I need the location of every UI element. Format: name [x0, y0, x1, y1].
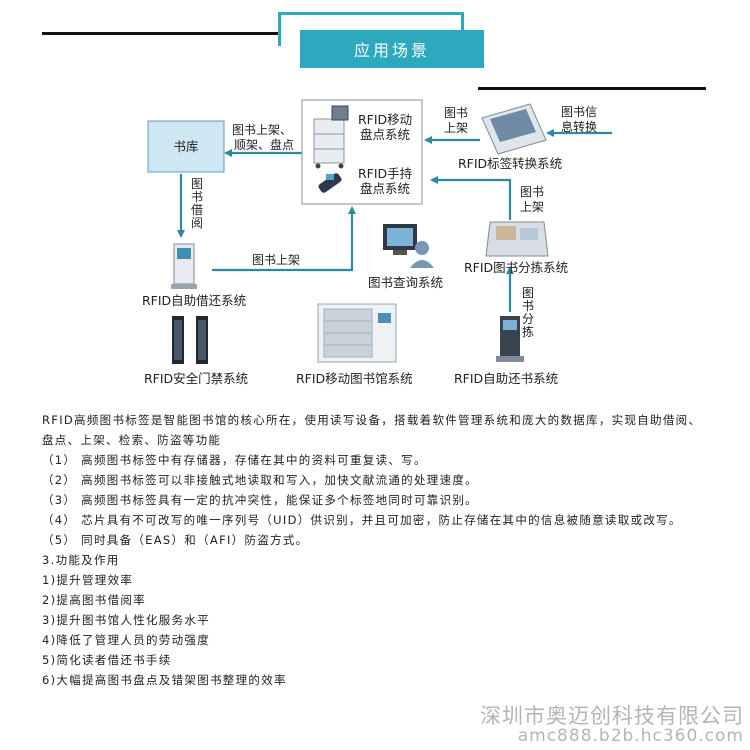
watermark-url: amc888.b2b.hc360.com — [517, 726, 744, 746]
arrows — [177, 129, 612, 312]
text-line: 6)大幅提高图书盘点及错架图书整理的效率 — [42, 673, 287, 687]
text-line: RFID高频图书标签是智能图书馆的核心所在，使用读写设备，搭载着软件管理系统和庞… — [42, 413, 702, 427]
text-line: 1)提升管理效率 — [42, 573, 134, 587]
edge-sorting-2: 书 — [522, 299, 534, 313]
header-rule-left — [42, 32, 280, 35]
edge-shelving-v2-2: 上架 — [520, 200, 544, 214]
text-line: 4)降低了管理人员的劳动强度 — [42, 633, 211, 647]
description-text: RFID高频图书标签是智能图书馆的核心所在，使用读写设备，搭载着软件管理系统和庞… — [42, 410, 722, 690]
header-rule-right — [478, 87, 706, 90]
text-line: 5)简化读者借还书手续 — [42, 653, 172, 667]
edge-shelving-v2-1: 图书 — [520, 185, 544, 199]
arrow-sorting-to-inventory — [430, 176, 512, 220]
text-line: （2） 高频图书标签可以非接触式地读取和写入，加快文献流通的处理速度。 — [42, 473, 478, 487]
edge-shelving-ops-2: 顺架、盘点 — [234, 137, 294, 152]
edge-shelving-v-2: 上架 — [444, 121, 468, 135]
handheld-inventory-label-2: 盘点系统 — [360, 181, 410, 196]
edge-borrow-3: 借 — [191, 203, 203, 217]
query-label: 图书查询系统 — [368, 275, 443, 290]
self-checkout-label: RFID自助借还系统 — [142, 293, 246, 308]
self-return-machine-icon — [496, 316, 524, 362]
sorting-label: RFID图书分拣系统 — [464, 260, 568, 275]
self-return-label: RFID自助还书系统 — [454, 371, 558, 386]
mobile-library-label: RFID移动图书馆系统 — [296, 371, 413, 386]
edge-borrow-4: 阅 — [191, 216, 203, 230]
query-computer-icon — [383, 224, 434, 268]
edge-borrow-1: 图 — [191, 177, 203, 191]
edge-sorting-1: 图 — [522, 286, 534, 300]
edge-info-conversion-1: 图书信 — [561, 105, 597, 119]
edge-shelving-v-1: 图书 — [444, 106, 468, 120]
edge-shelving-ops-1: 图书上架、 — [232, 123, 292, 137]
handheld-reader-icon — [318, 173, 342, 193]
text-line: 3.功能及作用 — [42, 553, 120, 567]
stacks-box — [147, 120, 225, 173]
text-line: 盘点、上架、检索、防盗等功能 — [42, 433, 222, 447]
handheld-inventory-label-1: RFID手持 — [358, 166, 412, 181]
edge-info-conversion-2: 息转换 — [561, 119, 597, 134]
edge-borrow-2: 书 — [191, 190, 203, 204]
text-line: 3)提升图书馆人性化服务水平 — [42, 613, 211, 627]
self-checkout-kiosk-icon — [171, 243, 197, 289]
security-gate-icon — [172, 316, 208, 364]
arrow-checkout-to-inventory — [212, 206, 356, 272]
text-line: （5） 同时具备（EAS）和（AFI）防盗方式。 — [42, 533, 309, 547]
text-line: （4） 芯片具有不可改写的唯一序列号（UID）供识别，并且可加密，防止存储在其中… — [42, 513, 682, 527]
watermark-company: 深圳市奥迈创科技有限公司 — [480, 704, 744, 728]
mobile-inventory-label-2: 盘点系统 — [360, 127, 410, 142]
text-line: （1） 高频图书标签中有存储器，存储在其中的资料可重复读、写。 — [42, 453, 427, 467]
mobile-library-cabinet-icon — [317, 303, 397, 363]
mobile-inventory-label-1: RFID移动 — [358, 112, 412, 127]
edge-shelving: 图书上架 — [252, 253, 300, 267]
mobile-inventory-cart-icon — [313, 105, 349, 169]
tag-conversion-label: RFID标签转换系统 — [458, 156, 562, 171]
security-gate-label: RFID安全门禁系统 — [144, 371, 248, 386]
text-line: （3） 高频图书标签具有一定的抗冲突性，能保证多个标签地同时可靠识别。 — [42, 493, 478, 507]
sorting-machine-icon — [485, 221, 549, 257]
stacks-label: 书库 — [173, 139, 198, 154]
header-frame — [278, 12, 464, 46]
rfid-application-diagram: RFID移动 盘点系统 RFID手持 盘点系统 书库 图书上架、 顺架、盘点 图… — [142, 99, 612, 386]
edge-sorting-3: 分 — [522, 312, 534, 326]
header-title: 应用场景 — [300, 30, 484, 68]
edge-sorting-4: 拣 — [522, 324, 534, 339]
tag-conversion-device-icon — [481, 103, 547, 155]
text-line: 2)提高图书借阅率 — [42, 593, 147, 607]
